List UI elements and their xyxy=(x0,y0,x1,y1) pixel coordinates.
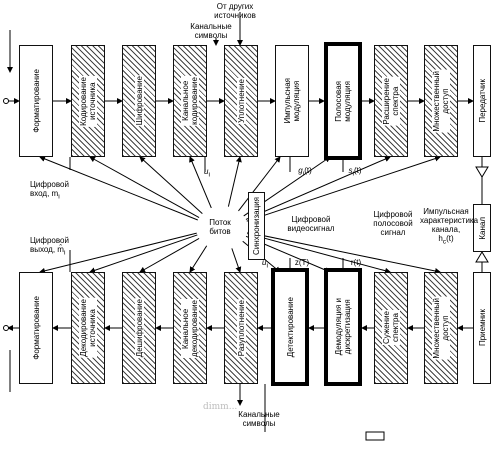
digital-output-text: Цифровой выход, m̂ xyxy=(30,236,69,254)
rx-block-source-decoding: Декодирование источника xyxy=(71,272,105,384)
channel-symbols-bottom-label: Канальные символы xyxy=(238,410,280,428)
rx-block-channel-decoding: Канальное декодирование xyxy=(173,272,207,384)
tx-block-channel-coding: Канальное кодирование xyxy=(173,45,207,157)
sync-ray-0 xyxy=(39,156,198,221)
channel-block: Канал xyxy=(473,204,491,252)
rx-block-source-decoding-label: Декодирование источника xyxy=(79,298,97,358)
tx-block-format: Форматирование xyxy=(19,45,53,157)
sync-ray-13 xyxy=(231,248,242,273)
tx-block-bandpass-modulation-label: Полосовая модуляция xyxy=(334,79,352,123)
sync-ray-17 xyxy=(247,231,441,274)
u-hat-symbol: û xyxy=(262,258,267,267)
tx-block-pulse-modulation: Импульсная модуляция xyxy=(275,45,309,157)
sync-ray-7 xyxy=(245,156,391,220)
g-i-symbol: g xyxy=(298,166,303,175)
g-i-arg: (t) xyxy=(304,166,312,175)
impulse-response-sub: c xyxy=(442,238,447,246)
g-i-label: gi(t) xyxy=(293,166,317,179)
rx-block-format-label: Форматирование xyxy=(31,295,41,361)
sync-ray-3 xyxy=(189,156,212,209)
rx-antenna-icon xyxy=(475,251,489,272)
z-t-label: z(T) xyxy=(294,258,310,267)
rx-block-channel-decoding-label: Канальное декодирование xyxy=(181,298,199,358)
rx-output-terminal xyxy=(3,325,9,331)
sync-ray-9 xyxy=(39,232,197,274)
digital-bandpass-label: Цифровой полосовой сигнал xyxy=(373,210,413,237)
bit-stream-label: Поток битов xyxy=(209,218,231,236)
digital-input-label: Цифровой вход, mi xyxy=(30,180,76,202)
s-i-label: si(t) xyxy=(343,166,367,179)
digital-output-label: Цифровой выход, m̂i xyxy=(30,236,84,258)
tx-block-bandpass-modulation: Полосовая модуляция xyxy=(324,42,362,160)
watermark: dimm... xyxy=(203,402,238,412)
u-hat-label: ûi xyxy=(258,258,272,271)
tx-block-multiplexing-label: Уплотнение xyxy=(236,78,246,124)
tx-input-terminal xyxy=(3,98,9,104)
rx-block-despread: Сужение спектра xyxy=(374,272,408,384)
sync-ray-1 xyxy=(89,156,200,219)
tx-block-encryption-label: Шифрование xyxy=(134,75,144,127)
tx-block-multiple-access-label: Множественный доступ xyxy=(432,69,450,133)
s-i-symbol: s xyxy=(348,166,353,175)
u-hat-sub: i xyxy=(266,262,268,270)
digital-input-text: Цифровой вход, m xyxy=(30,180,69,198)
impulse-response-label: Импульсная характеристика канала, hc(t) xyxy=(420,207,478,247)
tx-block-format-label: Форматирование xyxy=(31,68,41,134)
sync-ray-16 xyxy=(247,233,391,274)
rx-block-demultiplexing-label: Разуплотнение xyxy=(236,298,246,358)
sync-ray-5 xyxy=(238,156,281,212)
impulse-response-text: Импульсная характеристика канала, h xyxy=(420,207,479,243)
channel-block-label: Канал xyxy=(477,215,487,241)
tx-block-transmitter: Передатчик xyxy=(473,45,491,157)
tx-block-transmitter-label: Передатчик xyxy=(477,78,487,124)
digital-input-sub: i xyxy=(58,193,60,201)
rx-block-receiver: Приемник xyxy=(473,272,491,384)
tx-antenna-icon xyxy=(475,157,489,178)
sync-ray-4 xyxy=(227,156,242,207)
rx-block-demod-sampling-label: Демодуляция и дискретизация xyxy=(334,297,352,357)
tx-block-pulse-modulation-label: Импульсная модуляция xyxy=(283,77,301,125)
rx-block-decryption-label: Дешифрование xyxy=(134,297,144,359)
rx-block-multiple-access: Множественный доступ xyxy=(424,272,458,384)
tx-block-multiplexing: Уплотнение xyxy=(224,45,258,157)
tx-block-spread-spectrum-label: Расширение спектра xyxy=(382,76,400,126)
g-i-sub: i xyxy=(302,170,305,178)
u-i-sub: i xyxy=(208,171,210,179)
other-sources-label: От других источников xyxy=(214,2,256,20)
rx-block-despread-label: Сужение спектра xyxy=(382,310,400,346)
sync-ray-11 xyxy=(139,237,200,273)
tx-block-source-coding-label: Кодирование источника xyxy=(79,75,97,127)
digital-video-label: Цифровой видеосигнал xyxy=(287,215,335,233)
impulse-response-arg: (t) xyxy=(446,234,454,243)
tx-block-channel-coding-label: Канальное кодирование xyxy=(181,76,199,126)
s-i-sub: i xyxy=(352,170,354,178)
rx-block-detection-label: Детектирование xyxy=(285,295,295,359)
rx-block-multiple-access-label: Множественный доступ xyxy=(432,296,450,360)
tx-block-multiple-access: Множественный доступ xyxy=(424,45,458,157)
u-i-label: ui xyxy=(200,167,214,180)
rx-block-receiver-label: Приемник xyxy=(477,308,487,348)
sync-ray-8 xyxy=(246,155,441,222)
tx-block-spread-spectrum: Расширение спектра xyxy=(374,45,408,157)
rx-block-demod-sampling: Демодуляция и дискретизация xyxy=(324,268,362,386)
rx-block-demultiplexing: Разуплотнение xyxy=(224,272,258,384)
rx-block-decryption: Дешифрование xyxy=(122,272,156,384)
s-i-arg: (t) xyxy=(353,166,362,175)
channel-symbols-top-label: Канальные символы xyxy=(190,22,232,40)
sync-block: Синхронизация xyxy=(248,192,265,260)
rx-block-detection: Детектирование xyxy=(271,268,309,386)
rx-block-format: Форматирование xyxy=(19,272,53,384)
tx-block-encryption: Шифрование xyxy=(122,45,156,157)
sync-ray-12 xyxy=(189,245,208,273)
digital-output-sub: i xyxy=(63,249,66,257)
r-t-label: r(t) xyxy=(350,258,362,267)
sync-block-label: Синхронизация xyxy=(252,196,261,256)
tx-block-source-coding: Кодирование источника xyxy=(71,45,105,157)
page-marker xyxy=(365,431,385,441)
sync-ray-10 xyxy=(89,234,198,274)
sync-ray-2 xyxy=(139,156,203,214)
u-i-symbol: u xyxy=(204,167,209,176)
